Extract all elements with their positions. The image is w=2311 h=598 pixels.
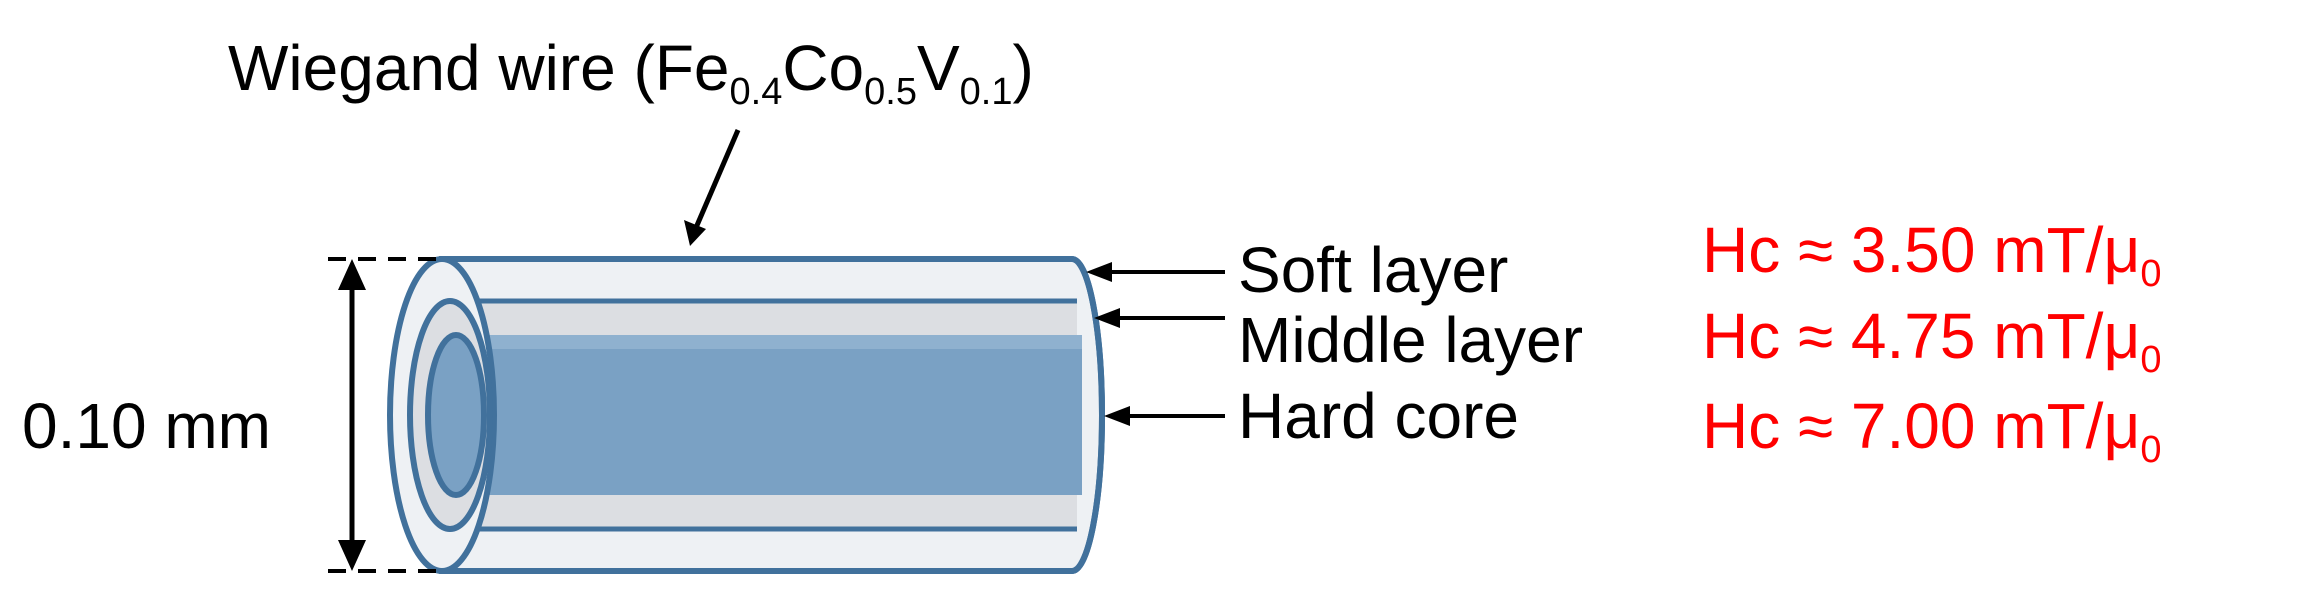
diameter-dimension [328,257,442,573]
hard-core-body [442,335,1082,495]
hc-hard-value: Hc ≈ 7.00 mT/μ [1702,390,2140,462]
title-pointer-arrow [684,129,741,246]
title-prefix: Wiegand wire (Fe [228,32,730,104]
middle-layer-arrow [1094,308,1225,328]
hc-soft: Hc ≈ 3.50 mT/μ0 [1702,214,2161,295]
hard-core-stripe [442,335,1082,349]
hc-middle: Hc ≈ 4.75 mT/μ0 [1702,300,2161,381]
hc-hard-subscript: 0 [2140,429,2161,471]
hc-soft-value: Hc ≈ 3.50 mT/μ [1702,214,2140,286]
soft-layer-arrow [1086,262,1225,282]
v-subscript: 0.1 [960,71,1013,113]
middle-layer-band-bottom [442,495,1077,529]
dimension-label: 0.10 mm [22,390,271,462]
layer-name-soft: Soft layer [1238,234,1508,306]
fe-subscript: 0.4 [730,71,783,113]
title-v: V [917,32,960,104]
wire-cylinder [387,256,1105,574]
wire-title: Wiegand wire (Fe0.4Co0.5V0.1) [228,32,1034,113]
dimension-arrowhead-top [338,259,366,290]
title-suffix: ) [1012,32,1033,104]
layer-name-hard: Hard core [1238,380,1519,452]
soft-layer-right-end [1071,256,1105,574]
middle-layer-band-top [442,301,1077,335]
hard-core-arrow [1104,406,1225,426]
hc-middle-subscript: 0 [2140,339,2161,381]
dimension-arrowhead-bottom [338,540,366,571]
hc-soft-subscript: 0 [2140,253,2161,295]
hard-core-end-cap [425,332,487,498]
title-co: Co [782,32,864,104]
hc-hard: Hc ≈ 7.00 mT/μ0 [1702,390,2161,471]
layer-name-middle: Middle layer [1238,304,1583,376]
co-subscript: 0.5 [864,71,917,113]
hc-middle-value: Hc ≈ 4.75 mT/μ [1702,300,2140,372]
layer-pointer-arrows [1086,262,1225,426]
